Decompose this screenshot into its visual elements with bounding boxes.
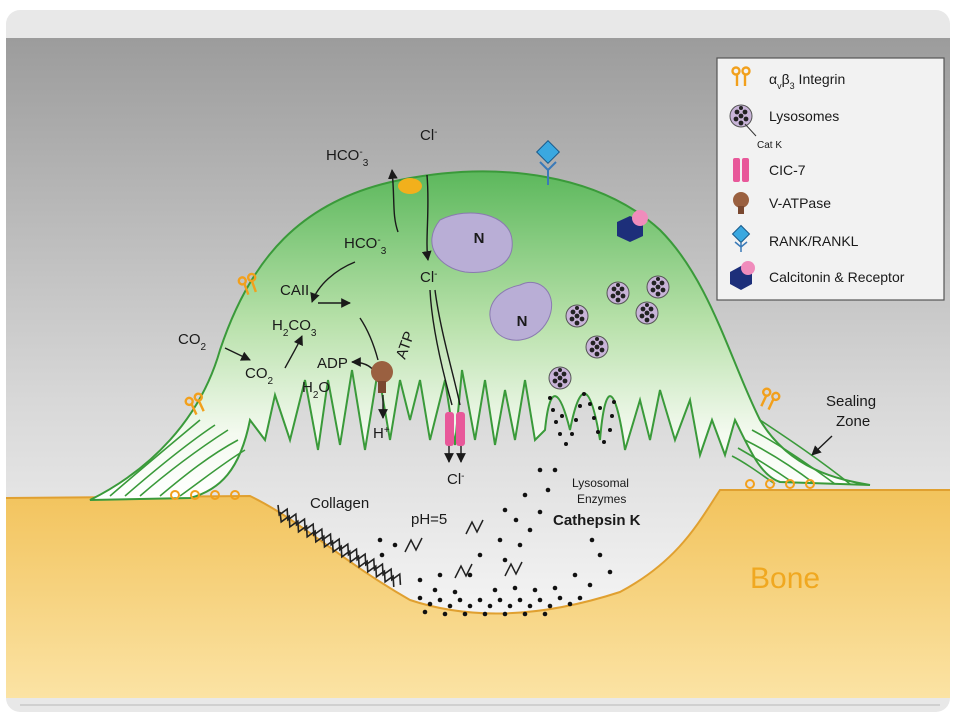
- legend-clc7-icon: [733, 158, 749, 182]
- co2-to-h2co3-arrow: [284, 335, 303, 369]
- nucleus-upper: [431, 212, 513, 274]
- co2-in-arrow: [224, 347, 251, 361]
- lysosomal-label-2: Enzymes: [577, 492, 626, 506]
- v-atpase-icon: [371, 361, 393, 393]
- sealing-zone-label-2: Zone: [836, 413, 870, 430]
- cl-bottom-label: Cl-: [447, 471, 465, 489]
- legend: αvβ3 Integrin Lysosomes Cat K CIC-7 V-AT…: [716, 57, 945, 301]
- lysosomal-label-1: Lysosomal: [572, 476, 629, 490]
- co2-outside-label: CO2: [178, 331, 207, 353]
- cl-arrow-mid-2: [434, 289, 461, 406]
- nucleus-lower: [489, 282, 553, 341]
- calcitonin-receptor-icon: [617, 210, 648, 242]
- h2o-label: H2O: [302, 379, 330, 401]
- clc7-channel-icon: [445, 412, 465, 446]
- lysosome-icon: [606, 281, 630, 305]
- legend-lysosome-label: Lysosomes: [769, 108, 839, 124]
- sealing-zone-left-fibers: [109, 419, 246, 497]
- h2co3-label: H2CO3: [272, 317, 317, 339]
- legend-rank-icon: [731, 224, 751, 252]
- collagen-label: Collagen: [310, 495, 369, 512]
- legend-lysosome-icon: [729, 104, 753, 128]
- nucleus-lower-label: N: [517, 313, 528, 330]
- legend-v-atpase-label: V-ATPase: [769, 195, 831, 211]
- collagen-fragments: [404, 519, 523, 579]
- adp-label: ADP: [317, 355, 348, 372]
- co2-inside-label: CO2: [245, 365, 274, 387]
- cl-arrow-mid: [429, 289, 453, 406]
- enzyme-dots: [377, 467, 613, 617]
- legend-box: [716, 57, 945, 301]
- cl-top-label: Cl-: [420, 127, 438, 145]
- bottom-divider: [20, 704, 940, 706]
- rank-rankl-icon: [535, 139, 561, 185]
- integrin-feet-right: [745, 479, 815, 489]
- lysosome-icon: [646, 275, 670, 299]
- legend-clc7-label: CIC-7: [769, 162, 806, 178]
- hco3-top-label: HCO-3: [326, 147, 369, 169]
- atp-arrow: [359, 317, 379, 361]
- legend-rank-label: RANK/RANKL: [769, 233, 859, 249]
- legend-calcitonin-label: Calcitonin & Receptor: [769, 269, 905, 285]
- cl-arrow-top: [421, 174, 432, 261]
- collagen-fiber-2: [279, 511, 395, 587]
- ph-label: pH=5: [411, 511, 447, 528]
- cathepsin-k-label: Cathepsin K: [553, 512, 641, 529]
- hco3-to-h2co3-arrow: [310, 261, 356, 303]
- bone-label: Bone: [750, 562, 820, 595]
- secretion-dots: [548, 392, 616, 446]
- integrin-feet-left: [170, 490, 240, 500]
- cl-mid-label: Cl-: [420, 269, 438, 287]
- legend-catk-line: [744, 123, 757, 137]
- nucleus-upper-label: N: [474, 230, 485, 247]
- lysosome-icon: [565, 304, 589, 328]
- hplus-label: H+: [373, 425, 390, 443]
- osteoclast-cell: [89, 170, 871, 501]
- hco3-out-arrow: [388, 169, 399, 233]
- bone-surface: [6, 490, 950, 698]
- lysosome-icon: [585, 335, 609, 359]
- caii-label: CAII: [280, 282, 309, 299]
- sealing-zone-label-1: Sealing: [826, 393, 876, 410]
- hco3-mid-label: HCO-3: [344, 235, 387, 257]
- bicarbonate-exchanger-icon: [398, 178, 422, 194]
- lysosome-icon: [548, 366, 572, 390]
- sealing-zone-right-fibers: [731, 419, 851, 485]
- legend-catk-label: Cat K: [757, 140, 782, 151]
- legend-integrin-label: αvβ3 Integrin: [769, 71, 845, 91]
- sealing-zone-arrow: [811, 435, 833, 456]
- lysosome-icon: [635, 301, 659, 325]
- legend-calcitonin-icon: [730, 261, 755, 290]
- legend-v-atpase-icon: [733, 192, 749, 214]
